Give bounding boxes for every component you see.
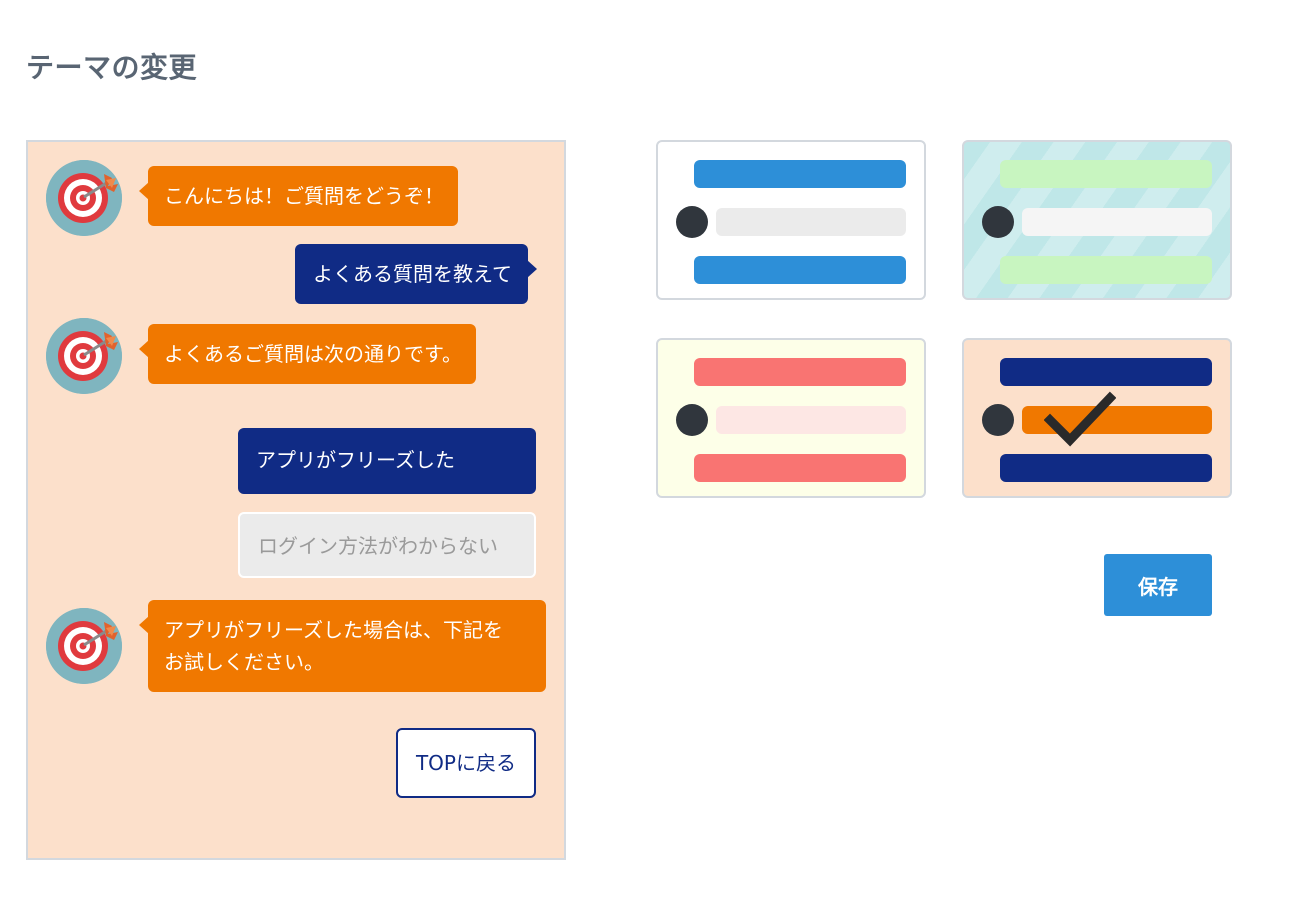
- theme-avatar-dot: [676, 206, 708, 238]
- bot-answer-line-2: お試しください。: [164, 650, 324, 674]
- user-message-question: よくある質問を教えて: [295, 244, 537, 304]
- theme-bar-bottom: [1000, 256, 1212, 284]
- theme-bar-mid: [716, 406, 906, 434]
- faq-option-login[interactable]: ログイン方法がわからない: [238, 512, 536, 578]
- target-dart-icon: [46, 318, 122, 394]
- theme-bar-bottom: [1000, 454, 1212, 482]
- bot-avatar: [46, 318, 122, 394]
- bot-message-answer: アプリがフリーズした場合は、下記を お試しください。: [139, 600, 546, 692]
- theme-bar-top: [694, 358, 906, 386]
- theme-bar-mid: [716, 208, 906, 236]
- theme-avatar-dot: [676, 404, 708, 436]
- bot-avatar: [46, 608, 122, 684]
- theme-bar-mid: [1022, 208, 1212, 236]
- bot-message-faq-intro: よくあるご質問は次の通りです。: [139, 324, 476, 384]
- checkmark-icon: [1044, 391, 1116, 447]
- theme-card-blue[interactable]: [656, 140, 926, 300]
- theme-card-red[interactable]: [656, 338, 926, 498]
- theme-bar-top: [1000, 358, 1212, 386]
- target-dart-icon: [46, 608, 122, 684]
- theme-card-teal[interactable]: [962, 140, 1232, 300]
- bot-avatar: [46, 160, 122, 236]
- bot-answer-line-1: アプリがフリーズした場合は、下記を: [164, 618, 503, 642]
- top-return-button[interactable]: TOPに戻る: [395, 728, 536, 798]
- theme-bar-top: [694, 160, 906, 188]
- theme-bar-bottom: [694, 454, 906, 482]
- theme-card-navy-orange-selected[interactable]: [962, 338, 1232, 498]
- target-dart-icon: [46, 160, 122, 236]
- bot-message-greeting: こんにちは！ご質問をどうぞ！: [139, 166, 458, 226]
- save-button[interactable]: 保存: [1104, 554, 1212, 616]
- theme-avatar-dot: [982, 404, 1014, 436]
- page-title: テーマの変更: [26, 51, 198, 84]
- faq-option-app-freeze[interactable]: アプリがフリーズした: [238, 428, 536, 494]
- theme-avatar-dot: [982, 206, 1014, 238]
- chat-preview-panel: こんにちは！ご質問をどうぞ！ よくある質問を教えて よくあるご質問は次の通りです…: [26, 140, 566, 860]
- theme-bar-bottom: [694, 256, 906, 284]
- theme-bar-top: [1000, 160, 1212, 188]
